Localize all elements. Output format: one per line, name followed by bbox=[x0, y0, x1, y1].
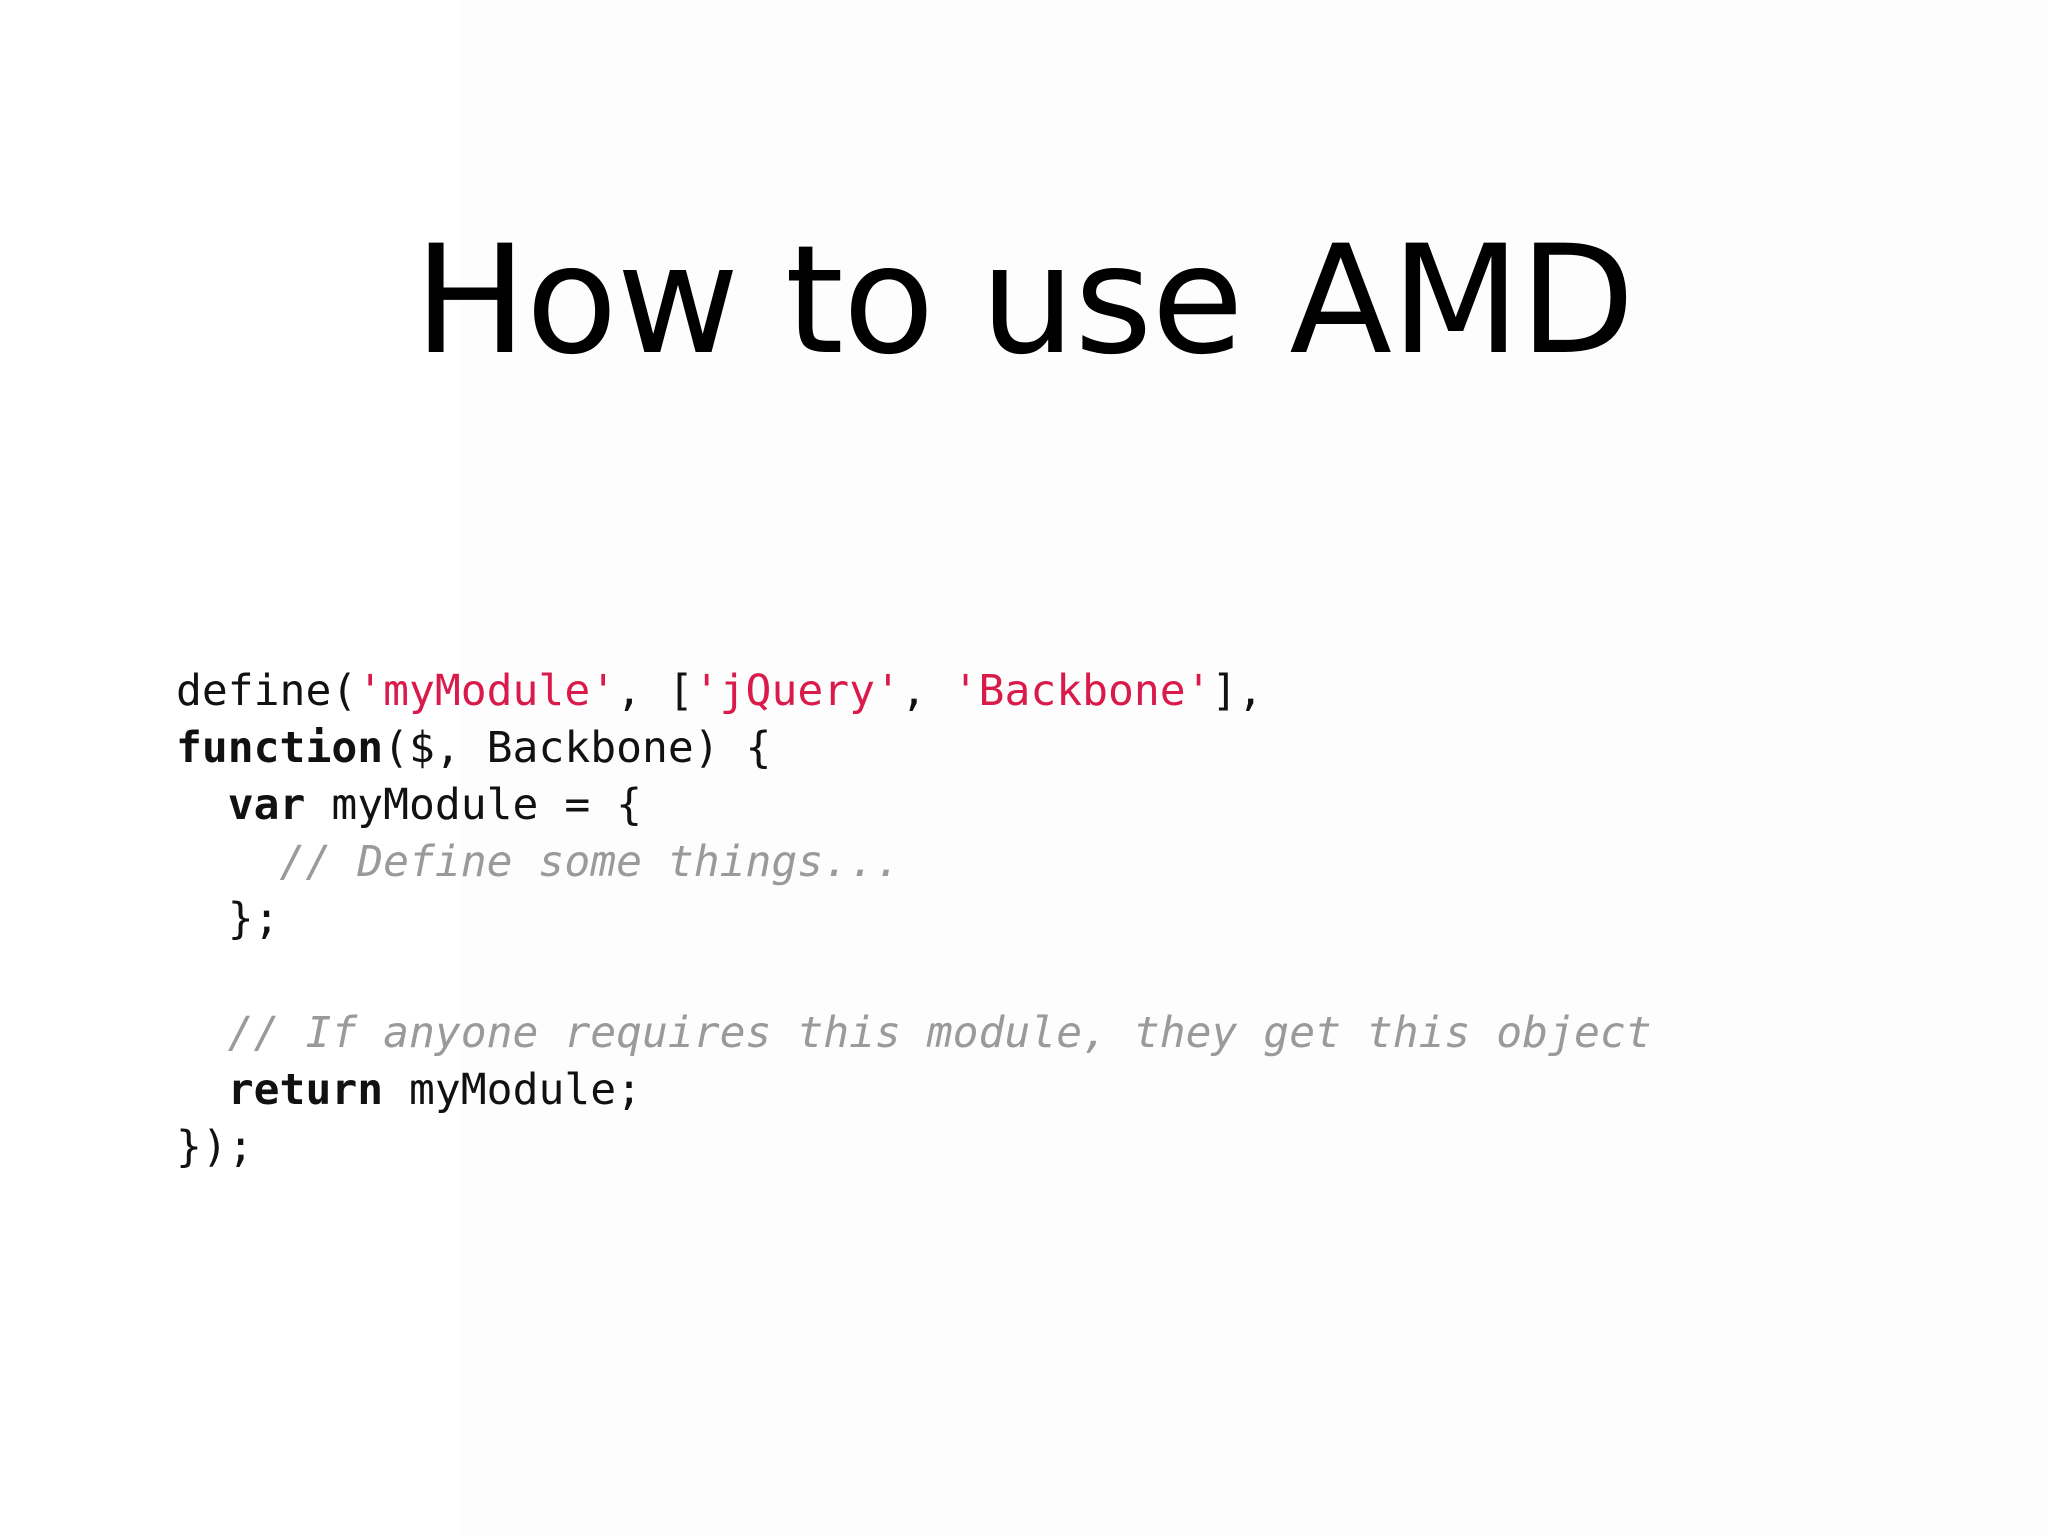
code-line: define('myModule', ['jQuery', 'Backbone'… bbox=[176, 663, 1652, 720]
code-token-plain: define( bbox=[176, 666, 358, 716]
code-line: return myModule; bbox=[176, 1062, 1652, 1119]
code-line: // Define some things... bbox=[176, 834, 1652, 891]
code-block: define('myModule', ['jQuery', 'Backbone'… bbox=[176, 663, 1652, 1176]
code-line: // If anyone requires this module, they … bbox=[176, 1005, 1652, 1062]
code-token-plain: }; bbox=[176, 894, 280, 944]
code-line: }); bbox=[176, 1119, 1652, 1176]
code-token-string: 'myModule' bbox=[357, 666, 617, 716]
code-line: }; bbox=[176, 891, 1652, 948]
code-token-plain: , bbox=[900, 666, 953, 716]
code-token-string: 'jQuery' bbox=[693, 666, 901, 716]
code-token-keyword: function bbox=[176, 723, 384, 773]
code-token-keyword: var bbox=[227, 780, 306, 830]
code-line: function($, Backbone) { bbox=[176, 720, 1652, 777]
code-token-plain: myModule = { bbox=[305, 780, 642, 830]
code-token-plain bbox=[176, 1065, 228, 1115]
code-token-plain: , [ bbox=[616, 666, 694, 716]
code-token-comment: // If anyone requires this module, they … bbox=[176, 1008, 1652, 1058]
code-token-plain: ], bbox=[1211, 666, 1264, 716]
page-title: How to use AMD bbox=[414, 213, 1635, 388]
code-token-comment: // Define some things... bbox=[176, 837, 901, 887]
code-token-plain bbox=[176, 780, 228, 830]
code-token-keyword: return bbox=[227, 1065, 384, 1115]
code-token-plain: myModule; bbox=[383, 1065, 643, 1115]
code-token-plain: ($, Backbone) { bbox=[383, 723, 772, 773]
code-line: var myModule = { bbox=[176, 777, 1652, 834]
code-line-blank bbox=[176, 948, 1652, 1005]
code-token-plain: }); bbox=[176, 1122, 254, 1172]
code-token-string: 'Backbone' bbox=[952, 666, 1212, 716]
